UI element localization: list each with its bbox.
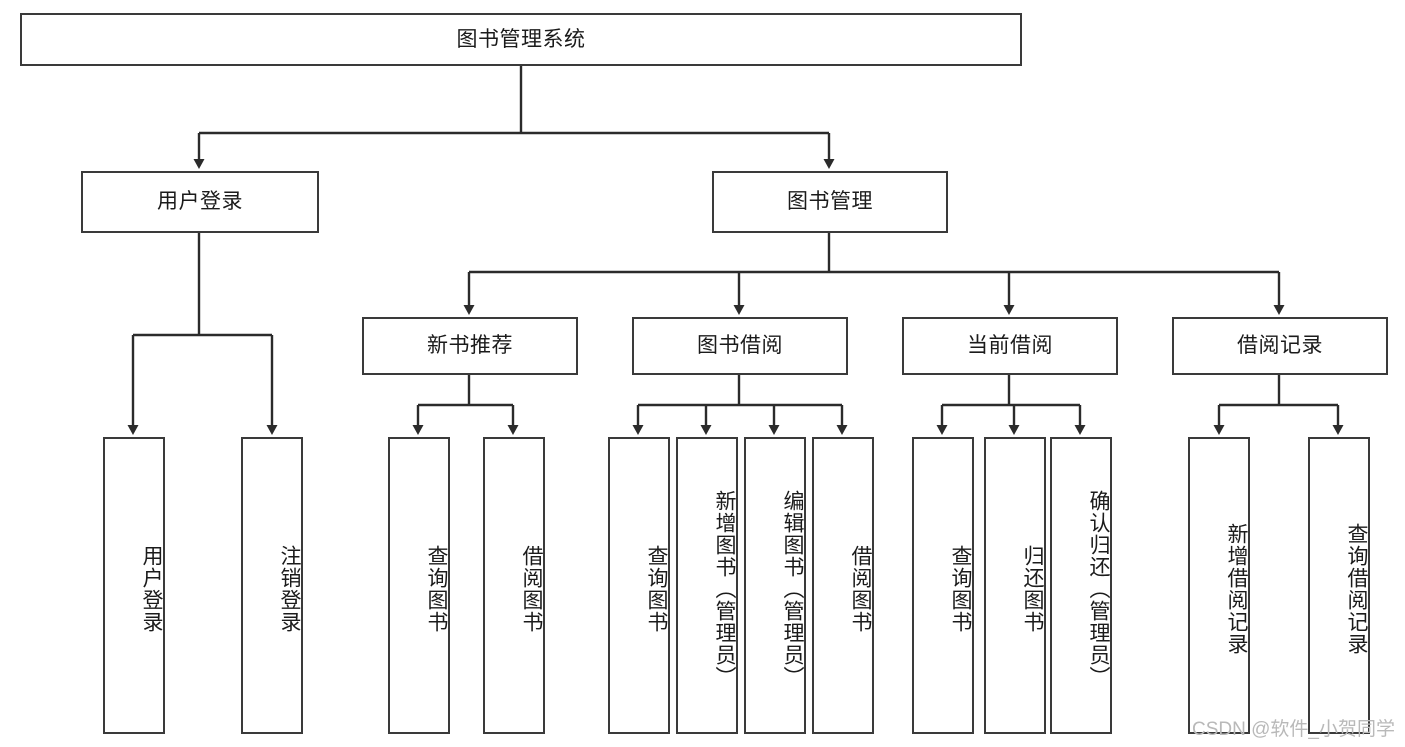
- node-book-management[interactable]: 图书管理: [712, 171, 948, 233]
- edge-bookmgmt-to-level3: [463, 233, 1285, 315]
- node-new-book-recommendation[interactable]: 新书推荐: [362, 317, 578, 375]
- node-leaf-borrow-books-new[interactable]: 借阅图书: [483, 437, 545, 734]
- node-leaf-borrow-books[interactable]: 借阅图书: [812, 437, 874, 734]
- edge-root-to-level2: [193, 66, 835, 169]
- node-leaf-query-borrow-record[interactable]: 查询借阅记录: [1308, 437, 1370, 734]
- edge-record-to-leaves: [1213, 375, 1344, 435]
- edge-borrow-to-leaves: [632, 375, 848, 435]
- edge-newbook-to-leaves: [412, 375, 519, 435]
- node-leaf-query-books-borrow[interactable]: 查询图书: [608, 437, 670, 734]
- node-leaf-logout[interactable]: 注销登录: [241, 437, 303, 734]
- node-book-borrowing[interactable]: 图书借阅: [632, 317, 848, 375]
- node-leaf-confirm-return-admin[interactable]: 确认归还（管理员）: [1050, 437, 1112, 734]
- node-leaf-user-login[interactable]: 用户登录: [103, 437, 165, 734]
- node-leaf-return-books[interactable]: 归还图书: [984, 437, 1046, 734]
- node-root-system[interactable]: 图书管理系统: [20, 13, 1022, 66]
- node-leaf-edit-book-admin[interactable]: 编辑图书（管理员）: [744, 437, 806, 734]
- edge-userlogin-to-leaves: [127, 233, 278, 435]
- node-leaf-add-book-admin[interactable]: 新增图书（管理员）: [676, 437, 738, 734]
- node-leaf-add-borrow-record[interactable]: 新增借阅记录: [1188, 437, 1250, 734]
- edge-current-to-leaves: [936, 375, 1086, 435]
- node-leaf-query-books-current[interactable]: 查询图书: [912, 437, 974, 734]
- node-borrowing-records[interactable]: 借阅记录: [1172, 317, 1388, 375]
- node-current-borrowing[interactable]: 当前借阅: [902, 317, 1118, 375]
- node-user-login[interactable]: 用户登录: [81, 171, 319, 233]
- node-leaf-query-books-new[interactable]: 查询图书: [388, 437, 450, 734]
